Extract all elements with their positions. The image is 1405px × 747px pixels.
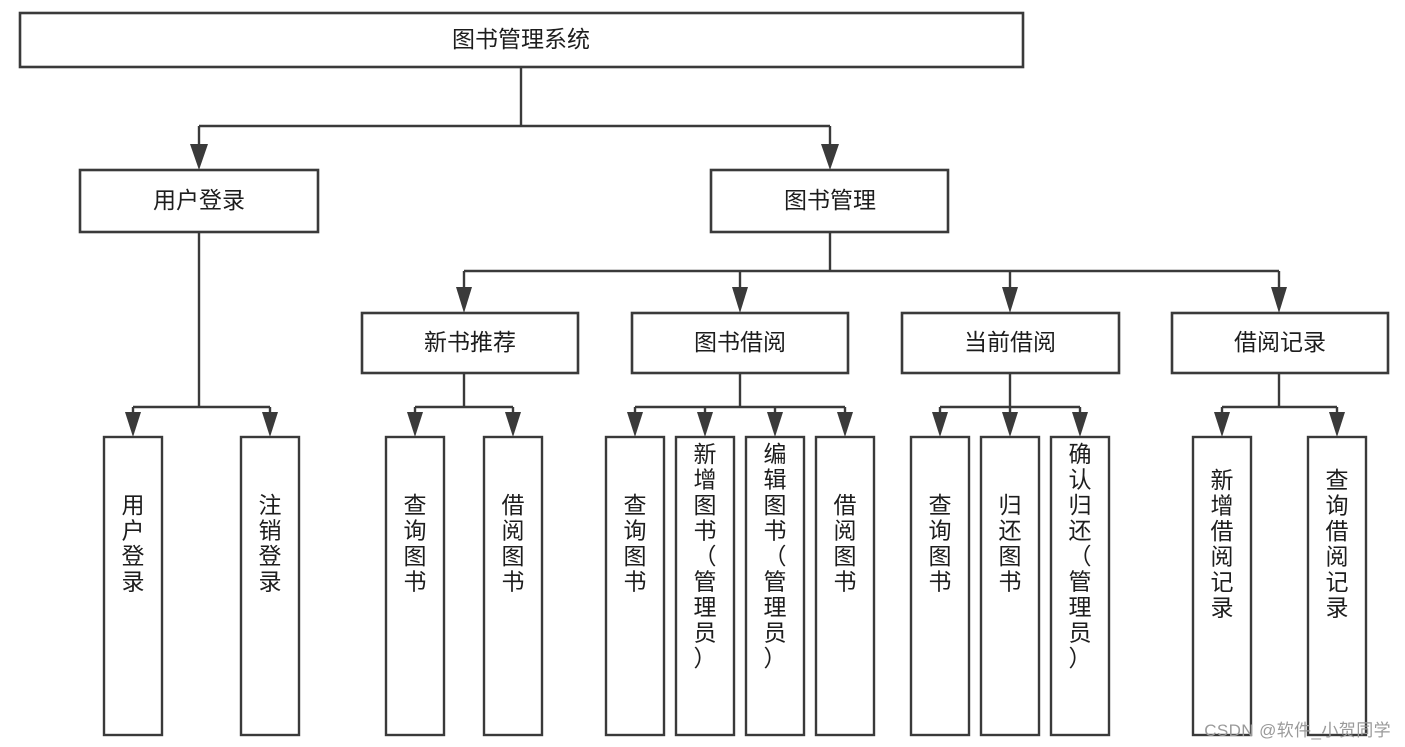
arrow-icon-leaf-borrow-book-1: [505, 412, 521, 437]
arrow-icon-leaf-add-book: [697, 412, 713, 437]
node-user-login[interactable]: 用户登录: [78, 168, 320, 234]
leaf-edit-book-box[interactable]: [744, 435, 806, 737]
leaf-node-edit-book[interactable]: 编辑图书（管理员）: [744, 435, 806, 737]
node-borrow-record-box[interactable]: [1170, 311, 1390, 375]
arrow-icon-leaf-add-record: [1214, 412, 1230, 437]
arrow-icon-leaf-return-book: [1002, 412, 1018, 437]
node-root[interactable]: 图书管理系统: [18, 11, 1025, 69]
arrow-icon-leaf-user-logout: [262, 412, 278, 437]
leaf-query-book-2-box[interactable]: [604, 435, 666, 737]
connector-group-root: [190, 67, 839, 170]
node-new-book-recommend-label: 新书推荐: [424, 329, 516, 355]
leaf-borrow-book-1-label: 借阅图书: [502, 492, 525, 595]
leaf-query-book-1-box[interactable]: [384, 435, 446, 737]
leaf-node-add-book[interactable]: 新增图书（管理员）: [674, 435, 736, 737]
arrow-icon-leaf-user-login: [125, 412, 141, 437]
leaf-user-logout-label: 注销登录: [259, 492, 282, 595]
arrow-icon-current-borrow: [1002, 287, 1018, 313]
connector-group-current-borrow: [932, 373, 1088, 437]
leaf-node-query-record[interactable]: 查询借阅记录: [1306, 435, 1368, 737]
csdn-watermark: CSDN @软件_小贺同学: [1204, 721, 1391, 740]
leaf-node-user-logout[interactable]: 注销登录: [239, 435, 301, 737]
leaf-node-query-book-3[interactable]: 查询图书: [909, 435, 971, 737]
leaf-return-book-label: 归还图书: [999, 492, 1022, 595]
arrow-icon-borrow-record: [1271, 287, 1287, 313]
node-root-label: 图书管理系统: [452, 26, 590, 52]
connector-group-user-login: [125, 232, 278, 437]
arrow-icon-leaf-query-book-3: [932, 412, 948, 437]
leaf-query-record-box[interactable]: [1306, 435, 1368, 737]
leaf-node-query-book-2[interactable]: 查询图书: [604, 435, 666, 737]
leaf-add-book-label: 新增图书（管理员）: [694, 441, 717, 671]
arrow-icon-user-login: [190, 144, 208, 170]
node-book-management-label: 图书管理: [784, 187, 876, 213]
arrow-icon-leaf-borrow-book-2: [837, 412, 853, 437]
node-root-box[interactable]: [18, 11, 1025, 69]
arrow-icon-book-borrow: [732, 287, 748, 313]
leaf-node-return-book[interactable]: 归还图书: [979, 435, 1041, 737]
leaf-node-query-book-1[interactable]: 查询图书: [384, 435, 446, 737]
node-book-management-box[interactable]: [709, 168, 950, 234]
leaf-user-login-label: 用户登录: [122, 492, 145, 595]
leaf-borrow-book-2-box[interactable]: [814, 435, 876, 737]
leaf-borrow-book-1-box[interactable]: [482, 435, 544, 737]
connector-group-borrow-record: [1214, 373, 1345, 437]
leaf-query-book-3-box[interactable]: [909, 435, 971, 737]
node-new-book-recommend[interactable]: 新书推荐: [360, 311, 580, 375]
node-current-borrow-box[interactable]: [900, 311, 1121, 375]
node-book-borrow[interactable]: 图书借阅: [630, 311, 850, 375]
arrow-icon-new-book-recommend: [456, 287, 472, 313]
node-current-borrow[interactable]: 当前借阅: [900, 311, 1121, 375]
leaf-user-login-box[interactable]: [102, 435, 164, 737]
node-borrow-record[interactable]: 借阅记录: [1170, 311, 1390, 375]
connector-group-book-management: [456, 232, 1287, 313]
arrow-icon-leaf-query-record: [1329, 412, 1345, 437]
leaf-confirm-return-box[interactable]: [1049, 435, 1111, 737]
leaf-node-add-record[interactable]: 新增借阅记录: [1191, 435, 1253, 737]
leaf-confirm-return-label: 确认归还（管理员）: [1069, 441, 1092, 671]
arrow-icon-leaf-edit-book: [767, 412, 783, 437]
leaf-node-user-login[interactable]: 用户登录: [102, 435, 164, 737]
leaf-query-book-3-label: 查询图书: [929, 492, 952, 595]
arrow-icon-leaf-query-book-2: [627, 412, 643, 437]
leaf-node-borrow-book-1[interactable]: 借阅图书: [482, 435, 544, 737]
leaf-borrow-book-2-label: 借阅图书: [834, 492, 857, 595]
leaf-node-confirm-return[interactable]: 确认归还（管理员）: [1049, 435, 1111, 737]
leaf-node-borrow-book-2[interactable]: 借阅图书: [814, 435, 876, 737]
leaf-add-record-label: 新增借阅记录: [1211, 467, 1234, 621]
node-book-borrow-label: 图书借阅: [694, 329, 786, 355]
connector-group-book-borrow: [627, 373, 853, 437]
leaf-return-book-box[interactable]: [979, 435, 1041, 737]
leaf-user-logout-box[interactable]: [239, 435, 301, 737]
node-current-borrow-label: 当前借阅: [964, 329, 1056, 355]
leaf-query-book-1-label: 查询图书: [404, 492, 427, 595]
node-book-borrow-box[interactable]: [630, 311, 850, 375]
node-user-login-label: 用户登录: [153, 187, 245, 213]
node-book-management[interactable]: 图书管理: [709, 168, 950, 234]
leaf-query-book-2-label: 查询图书: [624, 492, 647, 595]
node-user-login-box[interactable]: [78, 168, 320, 234]
node-new-book-recommend-box[interactable]: [360, 311, 580, 375]
arrow-icon-book-management: [821, 144, 839, 170]
node-borrow-record-label: 借阅记录: [1234, 329, 1326, 355]
leaf-add-record-box[interactable]: [1191, 435, 1253, 737]
connector-group-new-book-recommend: [407, 373, 521, 437]
arrow-icon-leaf-confirm-return: [1072, 412, 1088, 437]
leaf-edit-book-label: 编辑图书（管理员）: [764, 441, 787, 671]
leaf-query-record-label: 查询借阅记录: [1326, 467, 1349, 621]
arrow-icon-leaf-query-book-1: [407, 412, 423, 437]
leaf-add-book-box[interactable]: [674, 435, 736, 737]
